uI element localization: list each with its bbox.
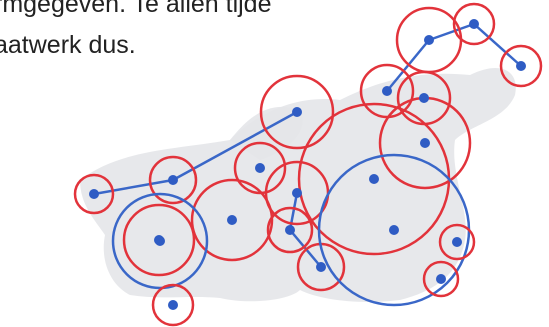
node-dot	[155, 236, 165, 246]
node-dot	[420, 138, 430, 148]
node-dot	[419, 93, 429, 103]
node-dot	[168, 300, 178, 310]
red-circle	[122, 203, 196, 277]
skeleton-nodes	[89, 19, 526, 310]
node-dot	[285, 225, 295, 235]
node-dot	[316, 262, 326, 272]
node-dot	[227, 215, 237, 225]
node-dot	[469, 19, 479, 29]
red-circle	[452, 2, 496, 46]
caption-text-line-1: rmgegeven. Te allen tijde	[0, 0, 272, 18]
node-dot	[168, 175, 178, 185]
red-circle	[266, 206, 314, 254]
red-circle	[148, 155, 198, 205]
red-circle	[259, 74, 335, 150]
node-dot	[292, 107, 302, 117]
caption-text-line-2: aatwerk dus.	[0, 31, 136, 59]
node-dot	[255, 163, 265, 173]
edge-line	[428, 22, 475, 42]
node-dot	[369, 174, 379, 184]
red-circle	[151, 283, 195, 327]
red-circle	[499, 44, 543, 88]
silhouette-part	[80, 67, 516, 302]
edge-line	[473, 23, 522, 67]
node-dot	[389, 225, 399, 235]
edge-line	[93, 178, 174, 196]
blue-circle	[111, 192, 209, 290]
node-dot	[452, 237, 462, 247]
red-circle	[190, 178, 274, 262]
node-dot	[436, 274, 446, 284]
node-dot	[382, 86, 392, 96]
node-dot	[292, 188, 302, 198]
node-dot	[424, 35, 434, 45]
covering-circles	[73, 2, 543, 327]
node-dot	[516, 61, 526, 71]
node-dot	[89, 189, 99, 199]
red-circle	[438, 223, 476, 261]
red-circle	[422, 260, 460, 298]
red-circle	[73, 173, 115, 215]
